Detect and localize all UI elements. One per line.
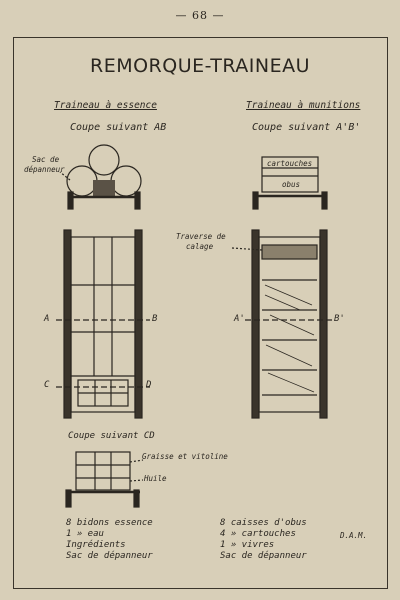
section-marker-a: A xyxy=(44,314,50,324)
dam-label: D.A.M. xyxy=(340,531,368,540)
inventory-item: Ingrédients xyxy=(66,540,126,550)
page-title: REMORQUE-TRAINEAU xyxy=(90,55,310,77)
traverse-label-line1: Traverse de xyxy=(176,232,226,241)
ammo-sled-heading: Traineau à munitions xyxy=(246,100,361,111)
cut-a2b2-label: Coupe suivant A'B' xyxy=(252,122,361,133)
cartridges-label: cartouches xyxy=(267,159,313,168)
cut-cd-label: Coupe suivant CD xyxy=(68,431,155,441)
repair-bag-label-line1: Sac de xyxy=(32,155,60,164)
section-marker-d: D xyxy=(146,380,152,390)
section-marker-b-prime: B' xyxy=(334,314,345,324)
fuel-sled-section-cd xyxy=(65,451,144,508)
section-marker-a-prime: A' xyxy=(234,314,245,324)
section-marker-b: B xyxy=(152,314,158,324)
cut-ab-label: Coupe suivant AB xyxy=(70,122,167,133)
inventory-item: 8 bidons essence xyxy=(66,518,153,528)
ammo-cross-section xyxy=(252,156,328,210)
oil-label: Huile xyxy=(144,474,167,483)
ammo-sled-plan xyxy=(231,229,335,419)
drum-cross-section xyxy=(59,144,142,210)
fuel-sled-plan xyxy=(56,229,150,419)
inventory-item: Sac de dépanneur xyxy=(220,551,307,561)
inventory-item: 1 » eau xyxy=(66,529,104,539)
inventory-item: 1 » vivres xyxy=(220,540,275,550)
ammo-inventory-list: 8 caisses d'obus 4 » cartouches 1 » vivr… xyxy=(220,518,307,562)
traverse-label-line2: calage xyxy=(186,242,214,251)
page-frame xyxy=(13,37,388,589)
fuel-sled-heading: Traineau à essence xyxy=(54,100,157,111)
page-number: — 68 — xyxy=(175,9,225,22)
shells-label: obus xyxy=(282,180,301,189)
inventory-item: 4 » cartouches xyxy=(220,529,296,539)
inventory-item: Sac de dépanneur xyxy=(66,551,153,561)
repair-bag-label-line2: dépanneur xyxy=(24,165,65,174)
inventory-item: 8 caisses d'obus xyxy=(220,518,307,528)
fuel-inventory-list: 8 bidons essence 1 » eau Ingrédients Sac… xyxy=(66,518,153,562)
section-marker-c: C xyxy=(44,380,50,390)
grease-label: Graisse et vitoline xyxy=(142,452,228,461)
